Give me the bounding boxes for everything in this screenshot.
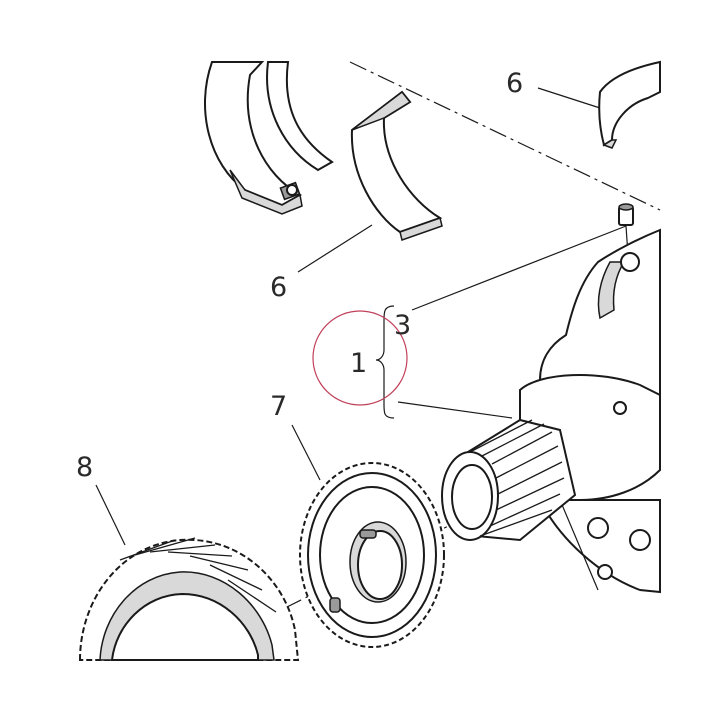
small-gear — [299, 462, 445, 648]
large-gear — [78, 537, 300, 661]
group-brace — [375, 305, 395, 419]
callout-6-top: 6 — [506, 68, 523, 99]
shaft-housing — [519, 228, 661, 594]
bearing-shell-upper-right — [598, 60, 661, 149]
bearing-shell-middle — [350, 90, 443, 241]
bearing-shell-upper-left — [204, 61, 334, 215]
callout-8: 8 — [76, 452, 93, 483]
callout-6-left: 6 — [270, 272, 287, 303]
callout-7: 7 — [270, 391, 287, 422]
leader-lines — [95, 87, 627, 546]
dowel-pin — [618, 203, 634, 256]
splined-shaft — [441, 418, 577, 542]
callout-3: 3 — [394, 310, 411, 341]
highlight-circle — [312, 310, 408, 406]
callout-1: 1 — [350, 348, 367, 379]
